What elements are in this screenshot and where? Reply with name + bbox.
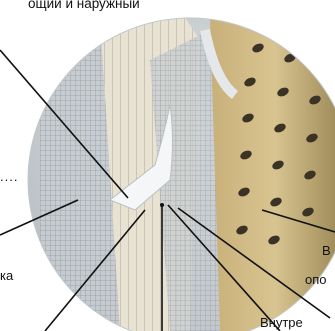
- label-right-upper: В: [322, 243, 331, 258]
- label-left-bottom: ка: [0, 268, 13, 283]
- label-top-layers: ощий и наружный: [28, 0, 140, 11]
- label-right-middle: опо: [305, 272, 327, 287]
- label-right-bottom: Внутре: [260, 315, 303, 330]
- label-dots: ....: [0, 169, 18, 184]
- leader-origin-dot: [160, 203, 164, 207]
